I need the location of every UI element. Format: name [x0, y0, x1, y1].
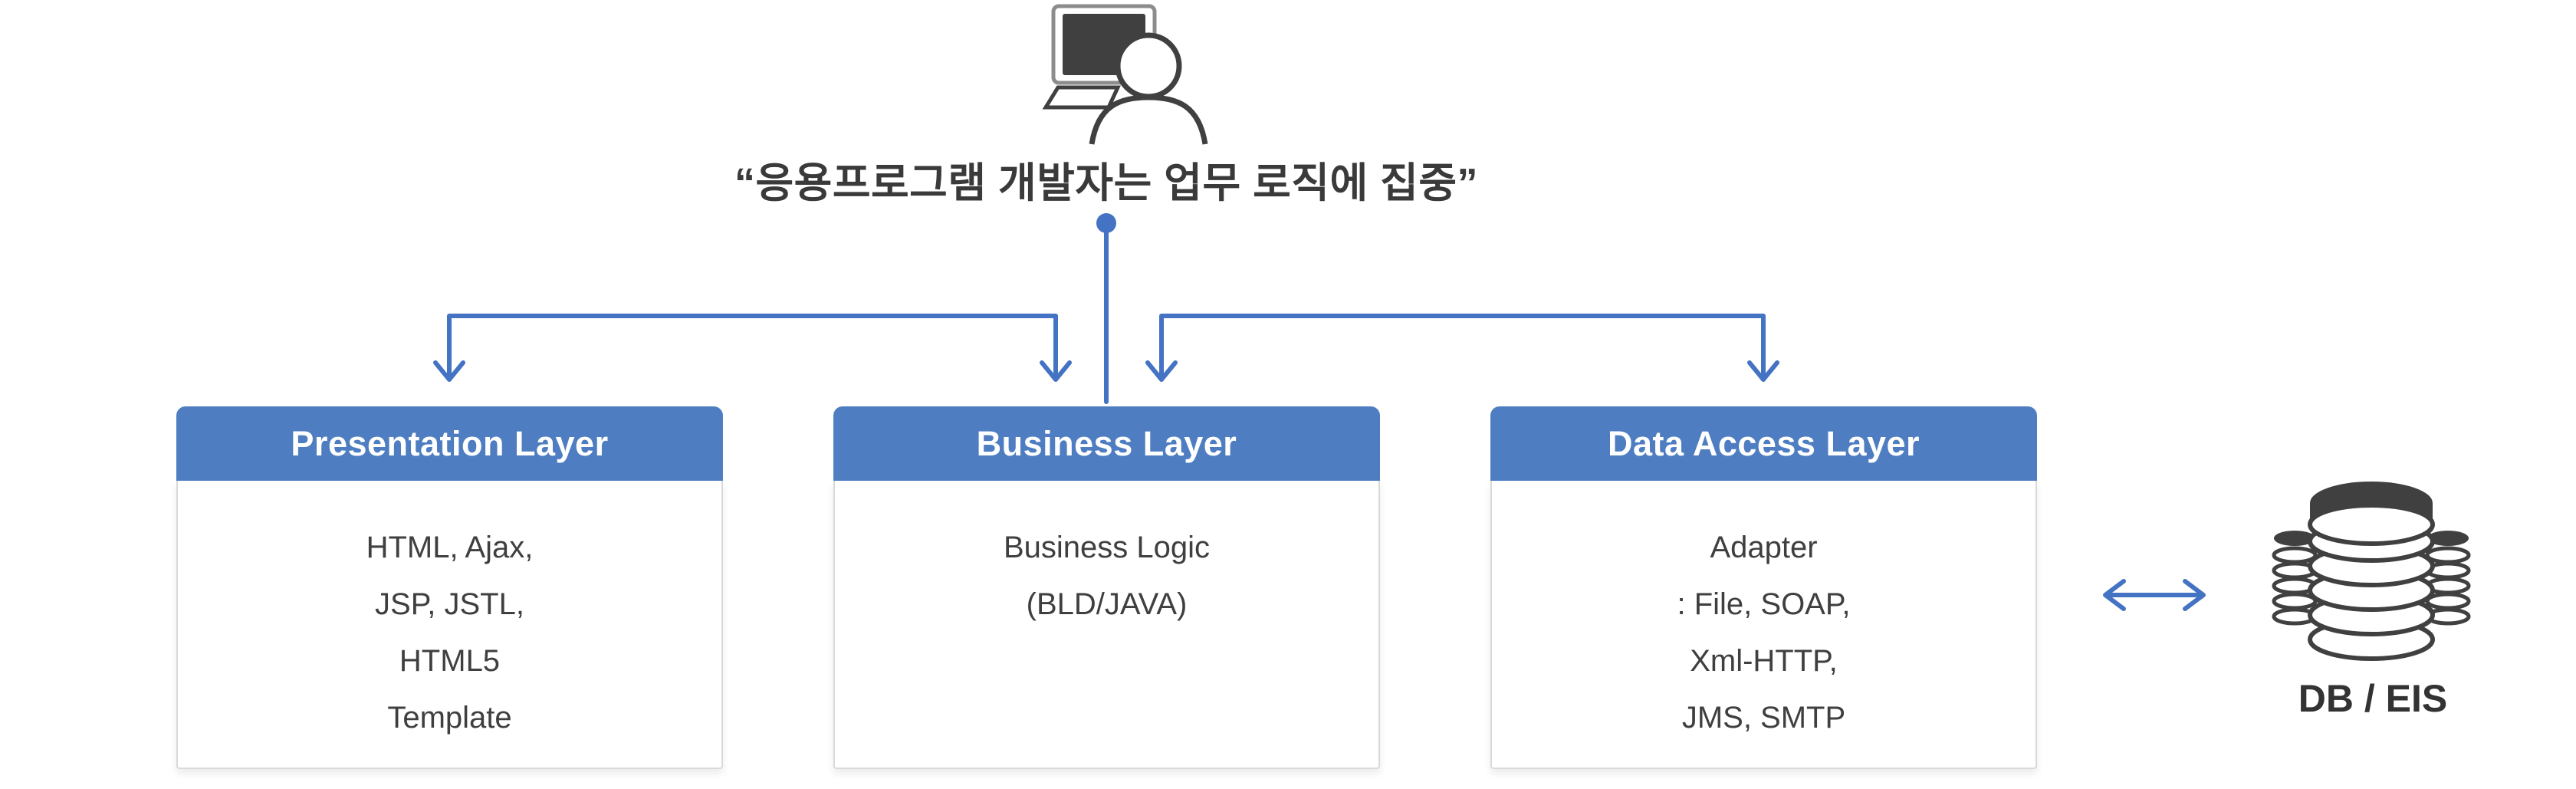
arrowhead-data-access — [1747, 360, 1779, 382]
datastore-label: DB / EIS — [2298, 677, 2448, 720]
layer-line: HTML, Ajax, — [366, 531, 534, 564]
quote-text: “응용프로그램 개발자는 업무 로직에 집중” — [734, 160, 1479, 206]
arrowhead-business-right — [1145, 360, 1178, 382]
business-layer-body: Business Logic (BLD/JAVA) — [833, 481, 1380, 769]
developer-at-computer-icon — [1042, 4, 1208, 145]
layer-line: Adapter — [1710, 531, 1818, 564]
layer-line: HTML5 — [399, 644, 501, 678]
data-access-layer-title: Data Access Layer — [1490, 406, 2037, 481]
connector-bracket-right — [1159, 314, 1766, 380]
person-head — [1115, 32, 1182, 100]
db-stack-left — [2272, 531, 2318, 626]
connector-bracket-left — [447, 314, 1058, 380]
layer-line: Xml-HTTP, — [1690, 644, 1838, 678]
presentation-layer-body: HTML, Ajax, JSP, JSTL, HTML5 Template — [176, 481, 723, 769]
data-access-layer-box: Data Access Layer Adapter : File, SOAP, … — [1490, 406, 2037, 769]
left-right-arrow-head-left — [2103, 579, 2126, 611]
layer-line: Template — [387, 701, 512, 735]
layer-line: Business Logic — [1003, 531, 1211, 564]
presentation-layer-title: Presentation Layer — [176, 406, 723, 481]
layer-line: : File, SOAP, — [1677, 587, 1851, 621]
data-access-layer-body: Adapter : File, SOAP, Xml-HTTP, JMS, SMT… — [1490, 481, 2037, 769]
left-right-arrow-head-right — [2183, 579, 2206, 611]
connector-origin-dot — [1096, 213, 1116, 233]
database-stack-icon — [2272, 482, 2471, 661]
business-layer-title: Business Layer — [833, 406, 1380, 481]
business-layer-box: Business Layer Business Logic (BLD/JAVA) — [833, 406, 1380, 769]
arrowhead-presentation — [433, 360, 465, 382]
presentation-layer-box: Presentation Layer HTML, Ajax, JSP, JSTL… — [176, 406, 723, 769]
arrowhead-business-left — [1040, 360, 1072, 382]
layer-line: JMS, SMTP — [1681, 701, 1846, 735]
layer-line: JSP, JSTL, — [375, 587, 524, 621]
db-stack-center — [2308, 482, 2435, 661]
layer-line: (BLD/JAVA) — [1026, 587, 1188, 621]
